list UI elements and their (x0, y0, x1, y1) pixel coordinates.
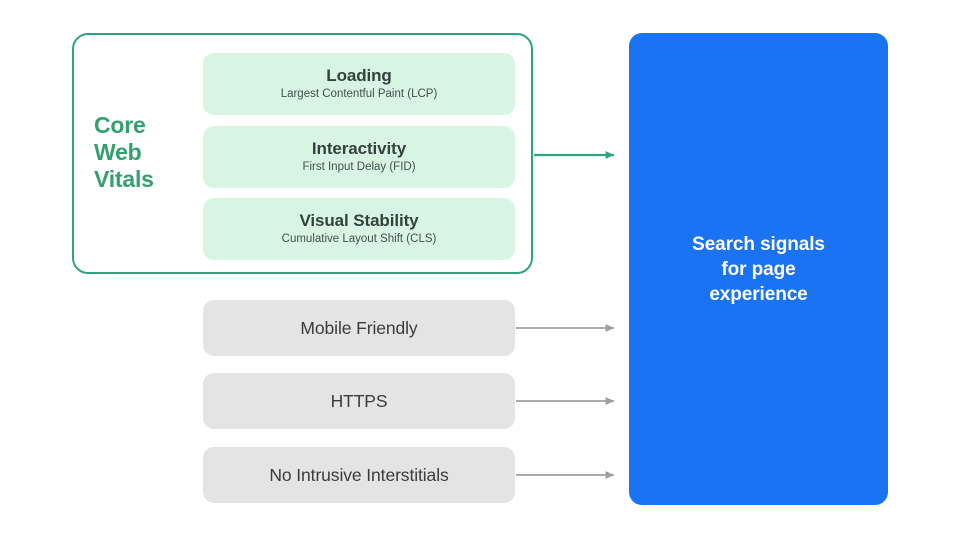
vital-card-loading: Loading Largest Contentful Paint (LCP) (203, 53, 515, 115)
vital-title: Interactivity (311, 139, 407, 158)
signal-label: No Intrusive Interstitials (269, 464, 449, 485)
signal-card-no-intrusive-interstitials: No Intrusive Interstitials (203, 447, 515, 503)
vital-title: Visual Stability (299, 211, 419, 230)
vital-card-visual-stability: Visual Stability Cumulative Layout Shift… (203, 198, 515, 260)
vital-card-interactivity: Interactivity First Input Delay (FID) (203, 126, 515, 188)
core-web-vitals-label: Core Web Vitals (94, 112, 154, 192)
vital-subtitle: First Input Delay (FID) (302, 161, 416, 173)
search-signals-box: Search signals for page experience (629, 33, 888, 505)
signal-label: Mobile Friendly (300, 317, 418, 338)
vital-title: Loading (326, 66, 392, 85)
vital-subtitle: Largest Contentful Paint (LCP) (280, 88, 438, 100)
signal-label: HTTPS (330, 390, 388, 411)
signal-card-https: HTTPS (203, 373, 515, 429)
search-signals-text: Search signals for page experience (692, 233, 825, 305)
vital-subtitle: Cumulative Layout Shift (CLS) (281, 233, 437, 245)
signal-card-mobile-friendly: Mobile Friendly (203, 300, 515, 356)
